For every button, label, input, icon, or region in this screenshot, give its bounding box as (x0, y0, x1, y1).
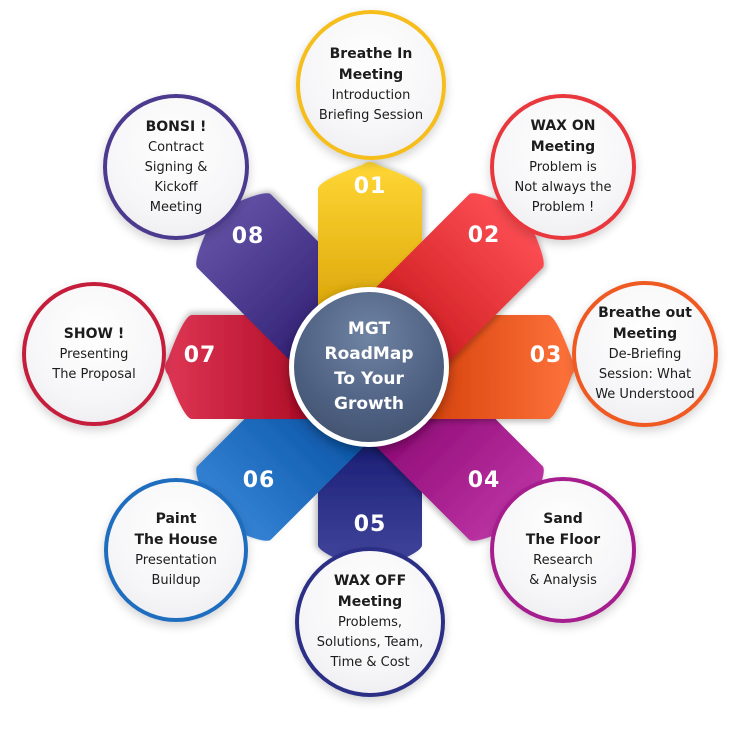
step-desc-05-line-2: Solutions, Team, (316, 635, 424, 650)
step-desc-08-line-1: Contract (148, 139, 204, 155)
step-title-06-line-1: Paint (155, 511, 197, 527)
step-desc-08-line-4: Meeting (149, 199, 203, 215)
step-desc-03-line-1: De-Briefing (608, 347, 682, 362)
step-desc-07-line-1: Presenting (59, 346, 129, 362)
step-title-03-line-2: Meeting (612, 326, 678, 342)
step-number-06: 06 (242, 468, 276, 493)
step-title-05-line-1: WAX OFF (333, 573, 407, 589)
step-title-05-line-2: Meeting (337, 594, 403, 610)
step-number-05: 05 (353, 512, 387, 537)
step-desc-02-line-2: Not always the (514, 180, 612, 195)
step-number-03: 03 (529, 343, 563, 368)
step-number-04: 04 (467, 468, 501, 493)
step-desc-05-line-1: Problems, (337, 615, 403, 630)
step-title-01-line-2: Meeting (338, 67, 404, 83)
step-desc-03-line-3: We Understood (595, 387, 695, 402)
step-number-02: 02 (467, 223, 501, 248)
step-number-07: 07 (183, 343, 217, 368)
step-desc-04-line-1: Research (533, 553, 593, 568)
step-desc-04-line-2: & Analysis (529, 573, 597, 588)
center-hub-line-1: MGT (347, 319, 391, 339)
step-number-08: 08 (231, 224, 265, 249)
step-desc-02-line-1: Problem is (529, 160, 597, 175)
step-desc-02-line-3: Problem ! (531, 200, 595, 215)
center-hub-line-3: To Your (334, 369, 404, 389)
step-desc-07-line-2: The Proposal (52, 366, 136, 382)
step-desc-06-line-2: Buildup (151, 573, 201, 588)
center-hub-line-2: RoadMap (324, 344, 414, 364)
step-title-08-line-1: BONSI ! (145, 118, 207, 135)
step-title-02-line-1: WAX ON (530, 118, 596, 134)
step-desc-01-line-1: Introduction (331, 88, 411, 103)
center-hub: MGT RoadMap To Your Growth (289, 287, 449, 447)
step-title-04-line-1: Sand (543, 511, 583, 527)
step-number-01: 01 (353, 174, 387, 199)
step-title-03-line-1: Breathe out (598, 305, 692, 321)
step-title-01-line-1: Breathe In (329, 46, 413, 62)
step-title-04-line-2: The Floor (525, 532, 601, 548)
step-title-02-line-2: Meeting (530, 139, 596, 155)
step-desc-05-line-3: Time & Cost (330, 655, 410, 670)
step-desc-08-line-2: Signing & (144, 159, 208, 175)
step-title-07-line-1: SHOW ! (63, 325, 125, 342)
step-desc-03-line-2: Session: What (598, 367, 692, 382)
center-hub-line-4: Growth (334, 394, 404, 414)
step-title-06-line-2: The House (134, 532, 218, 548)
step-desc-01-line-2: Briefing Session (318, 108, 424, 123)
step-desc-08-line-3: Kickoff (154, 179, 198, 195)
step-desc-06-line-1: Presentation (135, 553, 217, 568)
